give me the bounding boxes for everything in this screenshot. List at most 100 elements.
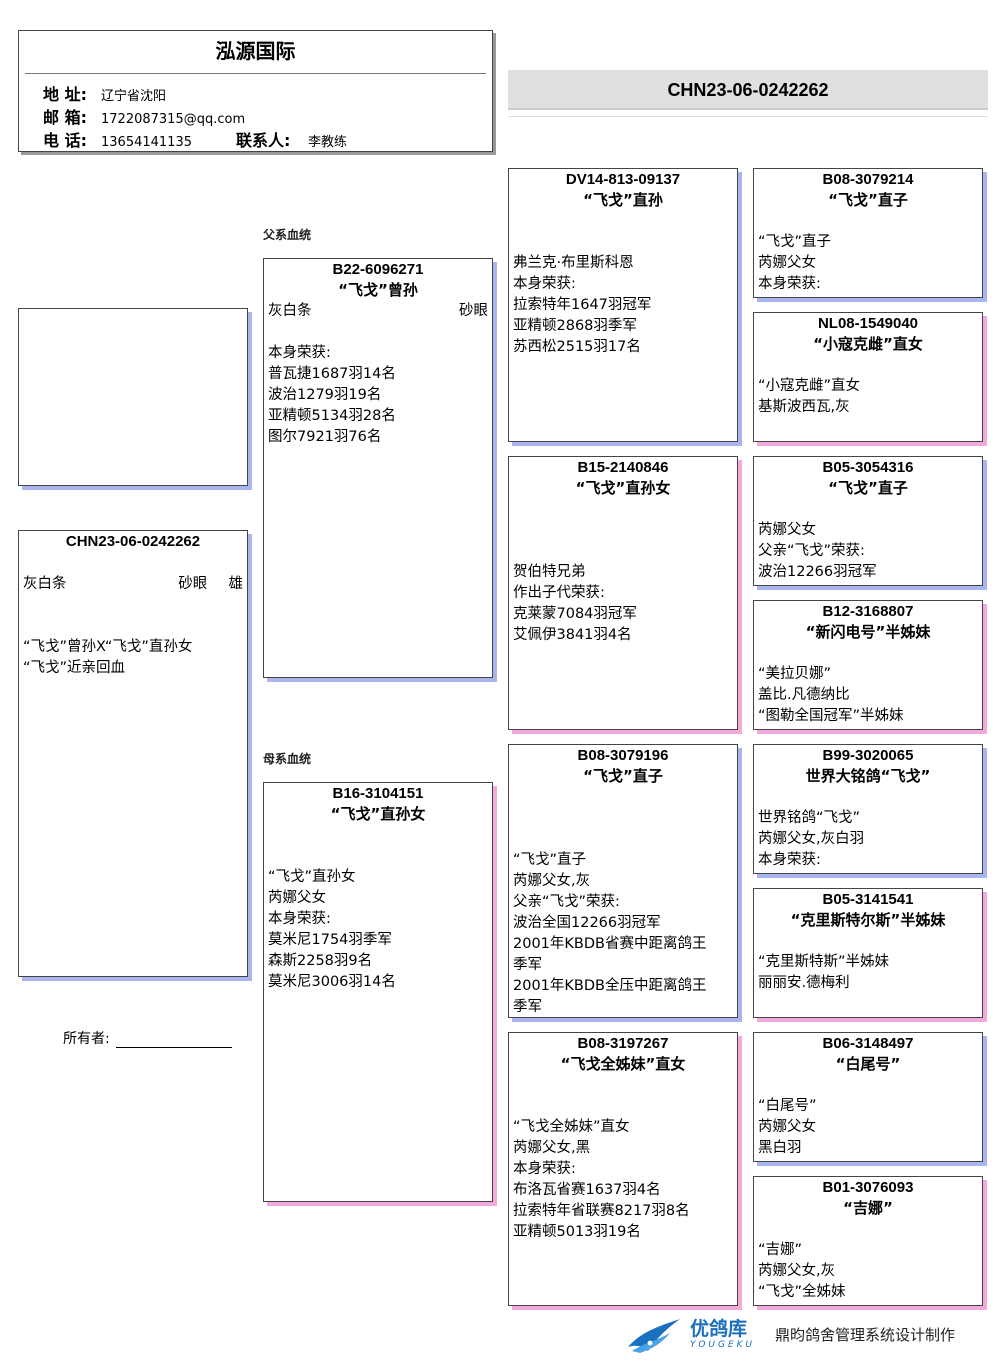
pedigree-line: 波治全国12266羽冠军 (513, 915, 661, 931)
dam-line-label: 母系血统 (263, 752, 312, 766)
pedigree-line (758, 499, 978, 520)
subject-notes: “飞戈”曾孙X“飞戈”直孙女“飞戈”近亲回血 (19, 637, 247, 679)
pedigree-line: 图尔7921羽76名 (268, 429, 382, 445)
breeder-info-card: 泓源国际 地 址: 辽宁省沈阳 邮 箱: 1722087315@qq.com 电… (18, 30, 493, 152)
ggp-notes: “克里斯特斯”半姊妹丽丽安.德梅利 (754, 931, 982, 994)
pedigree-line: “小寇克雌”直女 (758, 378, 861, 394)
grandparent-card: B15-2140846 “飞戈”直孙女 贺伯特兄弟作出子代荣获:克莱蒙7084羽… (508, 456, 738, 730)
pedigree-line: 本身荣获: (268, 345, 331, 361)
subject-color: 灰白条 (23, 576, 67, 592)
grandparent-name: “飞戈”直孙 (583, 191, 663, 209)
pedigree-line (513, 520, 733, 541)
owner-field: 所有者: (63, 1028, 232, 1048)
pedigree-line (758, 1075, 978, 1096)
pedigree-line: 拉索特年1647羽冠军 (513, 297, 652, 313)
subject-eye: 砂眼 (178, 576, 208, 592)
sire-ring: B22-6096271 (332, 261, 424, 278)
subject-ring: CHN23-06-0242262 (65, 533, 201, 550)
pedigree-line: “飞戈”直子 (758, 234, 832, 250)
pedigree-line: 莫米尼3006羽14名 (268, 974, 396, 990)
pedigree-line: 盖比.凡德纳比 (758, 687, 850, 703)
ggp-ring: B99-3020065 (822, 747, 914, 764)
pedigree-line: “飞戈”直孙女 (268, 869, 356, 885)
pedigree-line (513, 1075, 733, 1096)
ggp-ring: B06-3148497 (822, 1035, 914, 1052)
phone-label: 电 话: (43, 131, 87, 150)
grandparent-notes: 贺伯特兄弟作出子代荣获:克莱蒙7084羽冠军艾佩伊3841羽4名 (509, 499, 737, 646)
pedigree-line: 丽丽安.德梅利 (758, 975, 850, 991)
ggp-name: “白尾号” (835, 1055, 901, 1073)
pedigree-line (758, 355, 978, 376)
pedigree-line: 本身荣获: (758, 276, 821, 292)
grandparent-ring: B15-2140846 (577, 459, 669, 476)
pigeon-photo (18, 308, 248, 486)
pedigree-line: 芮娜父女 (758, 255, 816, 271)
email-label: 邮 箱: (43, 108, 87, 127)
address-label: 地 址: (43, 85, 87, 104)
ggp-ring: B05-3141541 (822, 891, 914, 908)
pedigree-line: 森斯2258羽9名 (268, 953, 373, 969)
pedigree-line: 波治12266羽冠军 (758, 564, 877, 580)
grandparent-ring: DV14-813-09137 (565, 171, 681, 188)
brand-name-en: YOUGEKU (690, 1340, 756, 1350)
pedigree-line (268, 322, 488, 343)
ggp-ring: B05-3054316 (822, 459, 914, 476)
pedigree-line (758, 1219, 978, 1240)
pedigree-line: 2001年KBDB全压中距离鸽王 (513, 978, 707, 994)
great-grandparent-card: B12-3168807 “新闪电号”半姊妹 “美拉贝娜”盖比.凡德纳比“图勒全国… (753, 600, 983, 730)
grandparent-name: “飞戈”直孙女 (575, 479, 671, 497)
pedigree-line: 亚精顿5013羽19名 (513, 1224, 641, 1240)
ggp-name: 世界大铭鸽“飞戈” (805, 767, 931, 785)
pedigree-line: “白尾号” (758, 1098, 817, 1114)
dam-card: B16-3104151 “飞戈”直孙女 “飞戈”直孙女芮娜父女本身荣获:莫米尼1… (263, 782, 493, 1202)
email-value: 1722087315@qq.com (101, 112, 246, 127)
sire-notes: 本身荣获:普瓦捷1687羽14名波治1279羽19名亚精顿5134羽28名图尔7… (264, 322, 492, 448)
ggp-name: “吉娜” (843, 1199, 893, 1217)
pedigree-line (758, 931, 978, 952)
pedigree-line: 父亲“飞戈”荣获: (758, 543, 865, 559)
pedigree-line: 莫米尼1754羽季军 (268, 932, 392, 948)
brand-name: 优鸽库 (690, 1318, 748, 1340)
pedigree-line: “飞戈”全姊妹 (758, 1284, 846, 1300)
pedigree-line (513, 499, 733, 520)
subject-pigeon-card: CHN23-06-0242262 灰白条 砂眼 雄 “飞戈”曾孙X“飞戈”直孙女… (18, 530, 248, 977)
subject-sex: 雄 (228, 576, 244, 592)
pedigree-line (513, 232, 733, 253)
great-grandparent-card: B05-3054316 “飞戈”直子 芮娜父女父亲“飞戈”荣获:波治12266羽… (753, 456, 983, 586)
sire-eye: 砂眼 (459, 303, 488, 319)
dove-logo-icon (628, 1319, 680, 1353)
pedigree-line (513, 829, 733, 850)
great-grandparent-card: B06-3148497 “白尾号” “白尾号” 芮娜父女黑白羽 (753, 1032, 983, 1162)
pedigree-line (513, 787, 733, 808)
ggp-name: “飞戈”直子 (828, 191, 908, 209)
sire-name: “飞戈”曾孙 (338, 281, 418, 299)
pedigree-ring-number: CHN23-06-0242262 (508, 70, 988, 110)
pedigree-line: “飞戈”直子 (513, 852, 587, 868)
ggp-notes: “小寇克雌”直女基斯波西瓦,灰 (754, 355, 982, 418)
pedigree-line: 克莱蒙7084羽冠军 (513, 606, 637, 622)
pedigree-line: 2001年KBDB省赛中距离鸽王 (513, 936, 707, 952)
grandparent-name: “飞戈全姊妹”直女 (560, 1055, 686, 1073)
grandparent-notes: 弗兰克·布里斯科恩本身荣获:拉索特年1647羽冠军亚精顿2868羽季军苏西松25… (509, 211, 737, 358)
sire-attributes: 灰白条 砂眼 (264, 301, 492, 322)
pedigree-line: 芮娜父女,灰 (758, 1263, 836, 1279)
pedigree-line: 基斯波西瓦,灰 (758, 399, 850, 415)
pedigree-line (513, 1096, 733, 1117)
pedigree-line: 亚精顿5134羽28名 (268, 408, 396, 424)
ggp-name: “小寇克雌”直女 (813, 335, 923, 353)
pedigree-line: 父亲“飞戈”荣获: (513, 894, 620, 910)
pedigree-line (513, 541, 733, 562)
pedigree-line: “飞戈”曾孙X“飞戈”直孙女 (23, 639, 193, 655)
owner-label: 所有者: (63, 1031, 110, 1047)
ggp-ring: B12-3168807 (822, 603, 914, 620)
pedigree-line: 芮娜父女 (758, 1119, 816, 1135)
owner-blank-line (115, 1032, 232, 1048)
pedigree-line: 季军 (513, 957, 542, 973)
pedigree-line (268, 825, 488, 846)
pedigree-line: “飞戈全姊妹”直女 (513, 1119, 630, 1135)
pedigree-line: 黑白羽 (758, 1140, 802, 1156)
pedigree-line: “吉娜” (758, 1242, 803, 1258)
great-grandparent-card: NL08-1549040 “小寇克雌”直女 “小寇克雌”直女基斯波西瓦,灰 (753, 312, 983, 442)
loft-name: 泓源国际 (25, 31, 486, 74)
pedigree-line: 拉索特年省联赛8217羽8名 (513, 1203, 690, 1219)
